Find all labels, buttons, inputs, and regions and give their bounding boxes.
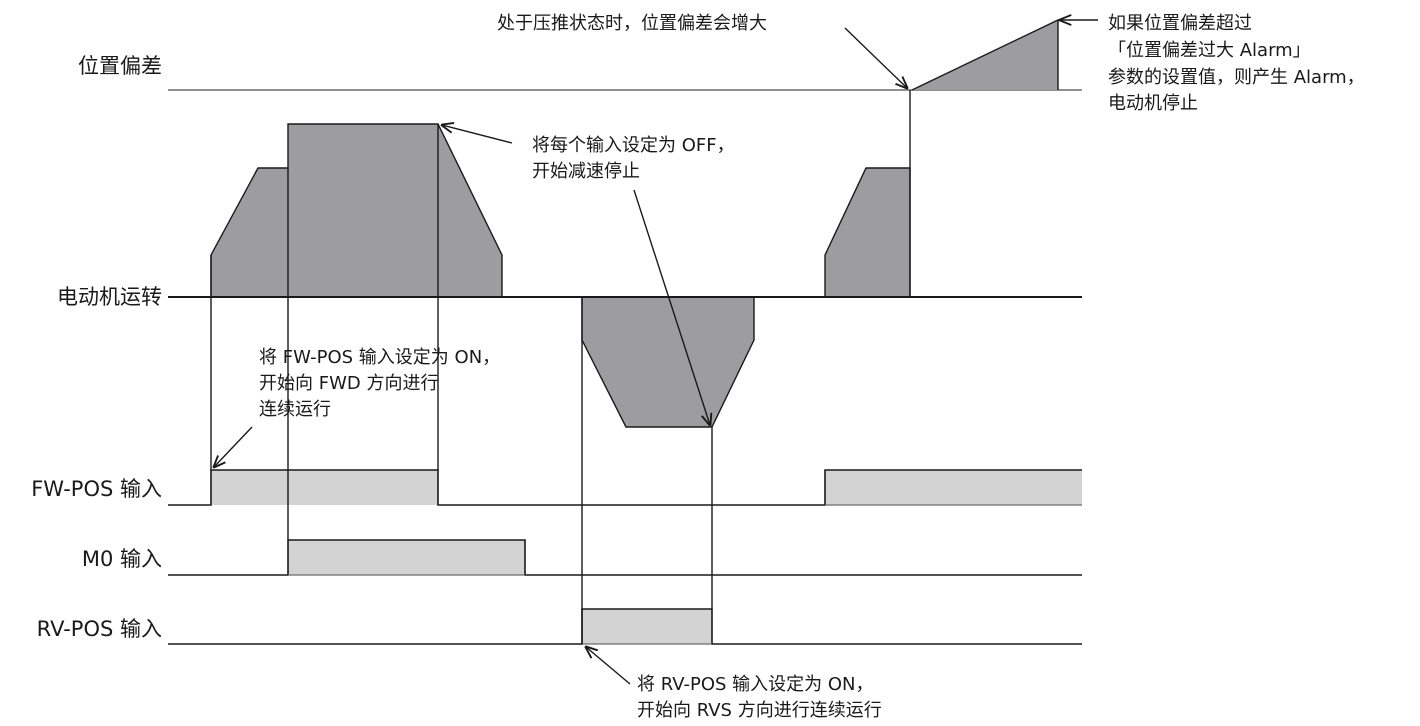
deviation-ramp-outline	[911, 18, 1059, 91]
label-position-deviation: 位置偏差	[78, 54, 162, 78]
arrow-fw-on	[214, 426, 253, 467]
annotation-alarm-line-4: 电动机停止	[1108, 93, 1198, 114]
label-rv-pos-input: RV-POS 输入	[37, 617, 162, 641]
annotation-push-deviation: 处于压推状态时，位置偏差会增大	[497, 13, 767, 34]
motor-forward-outline	[210, 123, 503, 297]
annotation-rv-on-line-1: 将 RV-POS 输入设定为 ON，	[637, 674, 874, 695]
rv-pos-pulse	[582, 609, 712, 644]
motor-forward-profile	[211, 124, 502, 297]
annotation-fw-on-line-1: 将 FW-POS 输入设定为 ON，	[259, 347, 500, 368]
annotation-rv-on-line-2: 开始向 RVS 方向进行连续运行	[637, 700, 882, 721]
motor-forward-2-profile	[825, 168, 910, 297]
arrow-off-to-rv	[633, 189, 710, 425]
label-m0-input: M0 输入	[82, 547, 162, 571]
fw-pos-pulse-2	[825, 470, 1082, 505]
label-fw-pos-input: FW-POS 输入	[31, 477, 162, 501]
arrow-off-to-fw	[442, 125, 513, 144]
arrow-push-deviation	[844, 27, 907, 88]
annotation-alarm-line-2: 「位置偏差过大 Alarm」	[1108, 40, 1311, 61]
fw-pos-signal	[168, 469, 1082, 506]
m0-pulse	[288, 540, 525, 575]
annotation-fw-on-line-3: 连续运行	[259, 399, 331, 420]
annotation-off-line-1: 将每个输入设定为 OFF，	[532, 135, 735, 156]
m0-signal	[168, 539, 1082, 576]
rv-pos-signal	[168, 608, 1082, 645]
fw-pos-pulse-1	[211, 470, 438, 505]
annotation-fw-on-line-2: 开始向 FWD 方向进行	[259, 373, 438, 394]
motor-reverse-profile	[582, 297, 754, 427]
annotation-off-line-2: 开始减速停止	[532, 161, 640, 182]
annotation-alarm-line-3: 参数的设置值，则产生 Alarm，	[1108, 67, 1365, 88]
annotation-alarm-line-1: 如果位置偏差超过	[1108, 13, 1252, 34]
arrow-rv-on	[586, 647, 631, 685]
label-motor-operation: 电动机运转	[57, 285, 162, 309]
